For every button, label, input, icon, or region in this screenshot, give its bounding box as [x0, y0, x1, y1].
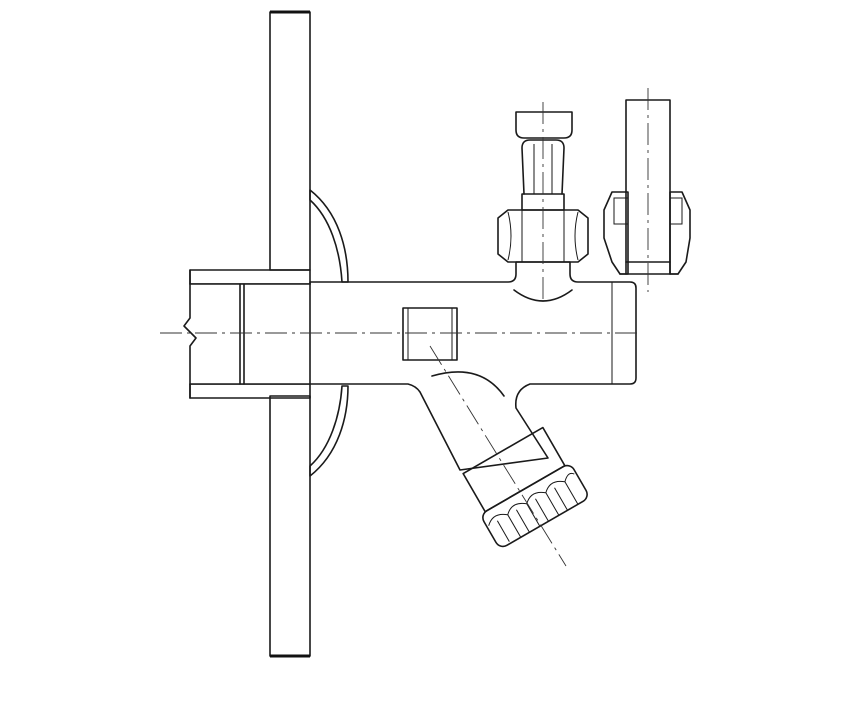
compression-fitting [603, 99, 691, 275]
center-lines [160, 88, 649, 567]
handwheel-knob [462, 426, 588, 548]
wall-sleeve [189, 269, 311, 399]
inlet-pipe [183, 269, 245, 399]
valve-body [309, 261, 637, 471]
